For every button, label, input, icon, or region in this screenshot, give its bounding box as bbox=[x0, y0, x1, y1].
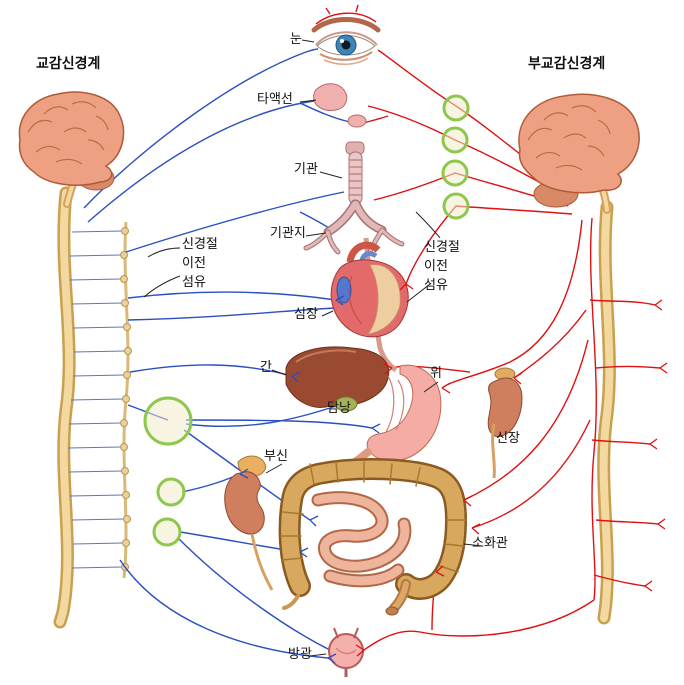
label-stomach: 위 bbox=[430, 366, 442, 381]
left-brain bbox=[18, 91, 125, 208]
label-eye: 눈 bbox=[290, 32, 302, 47]
preganglionic-right-line1: 신경절 bbox=[424, 240, 460, 255]
nerve-end-forks bbox=[239, 283, 668, 664]
sympathetic-title: 교감신경계 bbox=[36, 56, 101, 72]
bladder bbox=[328, 627, 364, 677]
label-trachea: 기관 bbox=[294, 162, 318, 177]
label-salivary-gland: 타액선 bbox=[257, 92, 293, 107]
ganglia bbox=[143, 94, 470, 547]
label-bladder: 방광 bbox=[288, 647, 312, 662]
preganglionic-left-line2: 이전 bbox=[182, 256, 206, 271]
label-kidney: 신장 bbox=[496, 431, 520, 446]
preganglionic-left-line3: 섬유 bbox=[182, 275, 206, 290]
label-heart: 심장 bbox=[294, 307, 318, 322]
gallbladder bbox=[334, 396, 358, 412]
label-adrenal-gland: 부신 bbox=[264, 449, 288, 464]
left-spinal-cord bbox=[53, 186, 76, 629]
kidney bbox=[487, 367, 523, 479]
adrenal-gland bbox=[224, 455, 274, 591]
preganglionic-left-line1: 신경절 bbox=[182, 237, 218, 252]
digestive-tract bbox=[278, 458, 467, 616]
bronchi bbox=[303, 199, 405, 255]
parasympathetic-title: 부교감신경계 bbox=[528, 56, 606, 72]
label-preganglionic-right: 신경절 이전 섬유 bbox=[424, 238, 460, 295]
label-bronchi: 기관지 bbox=[270, 226, 306, 241]
trachea bbox=[345, 141, 365, 205]
right-brain bbox=[518, 93, 640, 214]
label-liver: 간 bbox=[260, 360, 272, 375]
esophagus bbox=[363, 237, 398, 373]
right-spinal-cord bbox=[597, 200, 616, 625]
label-leader-lines bbox=[143, 39, 483, 657]
heart bbox=[330, 241, 409, 338]
salivary-gland bbox=[313, 83, 367, 128]
liver bbox=[285, 346, 390, 408]
preganglionic-right-line2: 이전 bbox=[424, 259, 448, 274]
label-preganglionic-left: 신경절 이전 섬유 bbox=[182, 235, 218, 292]
eye bbox=[311, 17, 381, 65]
label-gallbladder: 담낭 bbox=[327, 401, 351, 416]
sympathetic-chain bbox=[67, 221, 132, 579]
label-digestive-tract: 소화관 bbox=[472, 536, 508, 551]
preganglionic-right-line3: 섬유 bbox=[424, 278, 448, 293]
